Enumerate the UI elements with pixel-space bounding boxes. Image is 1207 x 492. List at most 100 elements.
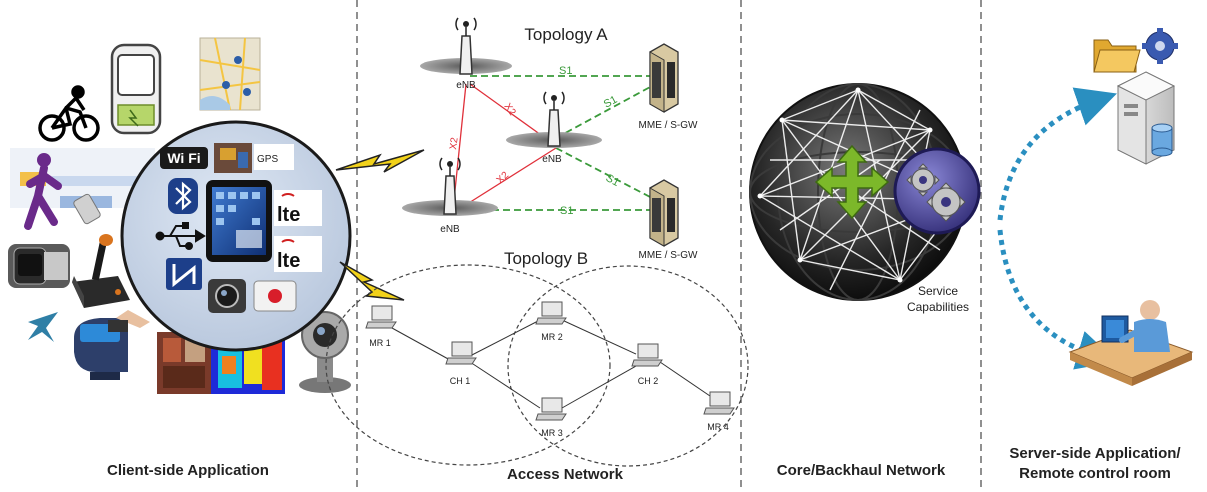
enb-node: eNB	[402, 157, 498, 235]
topology-b-title: Topology B	[504, 249, 588, 268]
client-side-caption: Client-side Application	[107, 462, 269, 479]
handheld-scanner-icon	[74, 310, 150, 380]
x2-link	[469, 83, 549, 141]
s1-label: S1	[604, 172, 622, 189]
lte-icon: lte	[274, 236, 322, 272]
client-side-section: Wi Fi GPS	[8, 37, 425, 394]
folder-icon	[1093, 39, 1141, 73]
record-icon	[253, 280, 297, 312]
mesh-node: MR 1	[365, 305, 397, 348]
mesh-link	[469, 319, 541, 357]
cluster-2	[507, 265, 749, 467]
mesh-link	[561, 365, 637, 409]
database-icon	[1151, 123, 1173, 157]
enb-node: eNB	[420, 17, 512, 91]
chip-icon	[214, 143, 252, 173]
server-rack-icon	[649, 43, 679, 113]
lte-icon: lte	[274, 190, 322, 226]
mme-sgw-node: MME / S-GW	[639, 179, 698, 261]
enb-node: eNB	[506, 91, 602, 165]
mme-label: MME / S-GW	[639, 120, 698, 131]
mesh-node-label: CH 1	[450, 376, 471, 386]
bluetooth-icon	[168, 178, 198, 214]
mme-label: MME / S-GW	[639, 250, 698, 261]
mesh-node-label: CH 2	[638, 376, 659, 386]
enb-label: eNB	[440, 224, 460, 235]
section-captions: Client-side Application Access Network C…	[107, 445, 1181, 483]
mesh-node-label: MR 1	[369, 338, 391, 348]
mesh-node-label: MR 2	[541, 332, 563, 342]
map-icon	[199, 37, 261, 111]
laptop-icon	[535, 397, 567, 421]
thermal-camera-icon	[157, 332, 285, 394]
laptop-icon	[703, 391, 735, 415]
lightning-icon	[339, 261, 405, 301]
s1-link	[555, 85, 653, 139]
access-network-section: Topology A S1 S1 S1 S1 X2 X2 X2	[325, 17, 749, 467]
antenna-icon	[455, 17, 477, 75]
client-device-hub: Wi Fi GPS	[120, 120, 352, 352]
gps-label: GPS	[257, 154, 278, 165]
laptop-icon	[631, 343, 663, 367]
mesh-link	[659, 361, 711, 397]
x2-link	[463, 147, 557, 207]
service-capabilities-label-2: Capabilities	[907, 300, 969, 314]
server-side-section	[997, 28, 1194, 386]
cluster-1	[325, 264, 611, 466]
topology-a-title: Topology A	[524, 25, 608, 44]
server-side-caption-line2: Remote control room	[1019, 465, 1171, 482]
mesh-node-label: MR 4	[707, 422, 729, 432]
mesh-node-label: MR 3	[541, 428, 563, 438]
laptop-icon	[365, 305, 397, 329]
mesh-node: MR 3	[535, 397, 567, 438]
mesh-link	[561, 319, 637, 355]
lte-label-1: lte	[277, 204, 300, 226]
nfc-icon	[166, 258, 202, 290]
x2-links	[453, 83, 557, 207]
antenna-icon	[543, 91, 565, 147]
s1-label: S1	[602, 94, 620, 111]
arrows-icon	[814, 144, 890, 220]
dotted-arrow	[997, 87, 1117, 221]
mesh-node: MR 4	[703, 391, 735, 432]
x2-label: X2	[495, 170, 512, 187]
tablet-icon	[206, 180, 272, 262]
s1-label: S1	[560, 205, 573, 217]
section-dividers	[356, 0, 982, 487]
mesh-node: CH 2	[631, 343, 663, 386]
cluster-circles	[325, 264, 749, 467]
joystick-icon	[72, 234, 130, 308]
service-capabilities-label-1: Service	[918, 284, 958, 298]
x2-label: X2	[448, 136, 461, 150]
gear-icon	[1142, 28, 1178, 64]
dotted-arrow	[997, 229, 1118, 370]
glider-icon	[28, 312, 58, 342]
core-network-section: Service Capabilities	[749, 83, 981, 314]
access-network-caption: Access Network	[507, 466, 624, 483]
camera-icon	[208, 279, 246, 313]
operator-desk-icon	[1068, 300, 1194, 386]
server-rack-icon	[649, 179, 679, 247]
bus-icon	[110, 43, 162, 135]
cyclist-icon	[38, 85, 100, 142]
gps-icon: GPS	[254, 144, 294, 170]
mesh-node: CH 1	[445, 341, 477, 386]
laptop-icon	[535, 301, 567, 325]
s1-label: S1	[559, 65, 572, 77]
lte-label-2: lte	[277, 250, 300, 272]
x2-label: X2	[502, 101, 518, 118]
webcam-icon	[299, 311, 351, 393]
wifi-icon: Wi Fi	[160, 147, 208, 169]
lightning-icon	[335, 149, 425, 173]
enb-label: eNB	[542, 154, 562, 165]
laptop-icon	[445, 341, 477, 365]
enb-label: eNB	[456, 80, 476, 91]
s1-link	[555, 147, 653, 199]
gears-icon	[893, 147, 981, 235]
core-network-caption: Core/Backhaul Network	[777, 462, 946, 479]
antenna-icon	[439, 157, 461, 215]
mesh-link	[391, 327, 451, 361]
wifi-label: Wi Fi	[167, 150, 200, 166]
usb-icon	[155, 222, 206, 250]
